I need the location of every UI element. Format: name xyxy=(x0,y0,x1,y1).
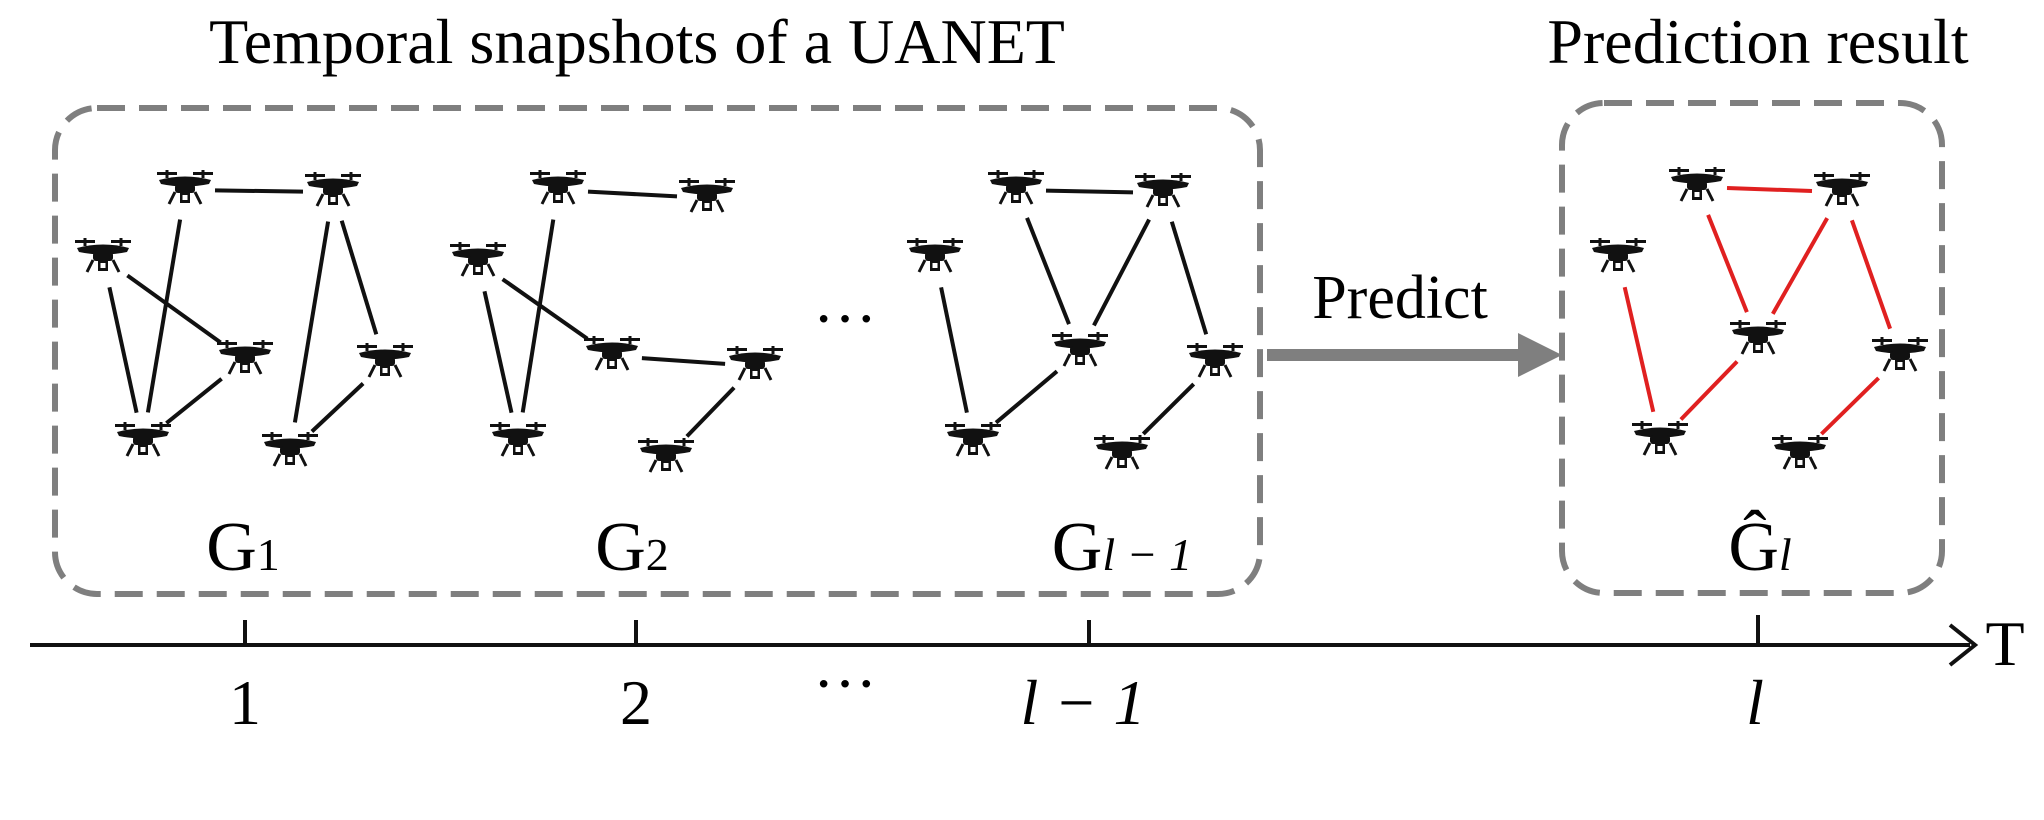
drone-icon xyxy=(1667,165,1727,203)
link xyxy=(994,369,1059,425)
link xyxy=(126,273,222,345)
predicted-link xyxy=(1622,286,1656,413)
link xyxy=(339,220,379,335)
link xyxy=(1169,221,1209,335)
predicted-link xyxy=(1820,376,1880,436)
predicted-link xyxy=(1679,360,1739,421)
link xyxy=(214,188,304,194)
prediction-label-ghat: Ĝl xyxy=(1728,509,1791,586)
snapshot-label-g1-sub: 1 xyxy=(257,529,280,580)
prediction-label-ghat-base: Ĝ xyxy=(1728,509,1779,586)
snapshot-label-g1: G1 xyxy=(206,509,280,586)
drone-icon xyxy=(943,420,1003,458)
prediction-label-ghat-sub: l xyxy=(1779,529,1792,580)
timeline-arrowhead xyxy=(1948,623,1979,667)
drone-icon xyxy=(986,168,1046,206)
drone-icon xyxy=(113,420,173,458)
snapshot-label-gl-minus-1-sub: l − 1 xyxy=(1102,529,1192,580)
drone-icon xyxy=(1050,330,1110,368)
drone-icon xyxy=(215,338,275,376)
prediction-box xyxy=(1559,100,1945,596)
snapshot-label-gl-minus-1: Gl − 1 xyxy=(1052,509,1192,586)
link xyxy=(520,219,556,413)
link xyxy=(1045,188,1134,195)
drone-icon xyxy=(260,430,320,468)
drone-icon xyxy=(725,344,785,382)
snapshots-title: Temporal snapshots of a UANET xyxy=(209,6,1065,77)
link xyxy=(482,290,514,414)
timeline-tick-label-2: 2 xyxy=(620,667,652,738)
drone-icon xyxy=(303,170,363,208)
timeline-axis-label: T xyxy=(1985,608,2024,679)
link xyxy=(939,286,969,414)
drone-icon xyxy=(73,236,133,274)
drone-icon xyxy=(448,240,508,278)
timeline-tick-label-l-minus-1: l − 1 xyxy=(1021,667,1146,738)
link xyxy=(145,219,183,413)
link xyxy=(292,221,331,423)
link xyxy=(587,189,678,199)
drone-icon xyxy=(528,168,588,206)
predicted-link xyxy=(1850,219,1892,330)
snapshots-box xyxy=(52,105,1263,597)
drone-icon xyxy=(1770,433,1830,471)
timeline-tick-label-1: 1 xyxy=(229,667,261,738)
link xyxy=(1141,382,1196,436)
predict-arrow-head xyxy=(1518,333,1562,377)
drone-icon xyxy=(1870,335,1930,373)
predicted-link xyxy=(1771,217,1829,315)
drone-icon xyxy=(1812,170,1872,208)
link xyxy=(685,386,736,438)
drone-icon xyxy=(488,420,548,458)
drone-icon xyxy=(1133,171,1193,209)
snapshot-label-g2-sub: 2 xyxy=(646,529,669,580)
snapshot-ellipsis: ··· xyxy=(813,283,877,354)
drone-icon xyxy=(1185,341,1245,379)
predicted-link xyxy=(1706,214,1749,313)
timeline-tick-label-l: l xyxy=(1746,667,1764,738)
predicted-link xyxy=(1726,186,1813,193)
drone-icon xyxy=(355,341,415,379)
snapshot-label-gl-minus-1-base: G xyxy=(1052,509,1103,586)
snapshot-label-g2-base: G xyxy=(595,509,646,586)
drone-icon xyxy=(155,168,215,206)
drone-icon xyxy=(582,334,642,372)
predict-label: Predict xyxy=(1312,264,1488,332)
link xyxy=(1092,218,1151,327)
link xyxy=(107,286,139,414)
link xyxy=(641,356,726,366)
graph-edges xyxy=(107,186,1892,438)
drone-icon xyxy=(1630,419,1690,457)
drone-icon xyxy=(1588,236,1648,274)
link xyxy=(165,377,223,425)
link xyxy=(501,277,589,341)
snapshot-label-g1-base: G xyxy=(206,509,257,586)
drone-icon xyxy=(1728,318,1788,356)
link xyxy=(1025,217,1071,325)
snapshot-label-g2: G2 xyxy=(595,509,669,586)
drone-icon xyxy=(1092,433,1152,471)
timeline-tick-label-ellipsis: ··· xyxy=(813,648,877,719)
drone-icon xyxy=(905,236,965,274)
graph-nodes xyxy=(73,165,1930,474)
prediction-title: Prediction result xyxy=(1547,6,1968,77)
drone-icon xyxy=(677,176,737,214)
drone-icon xyxy=(636,436,696,474)
link xyxy=(310,382,365,433)
